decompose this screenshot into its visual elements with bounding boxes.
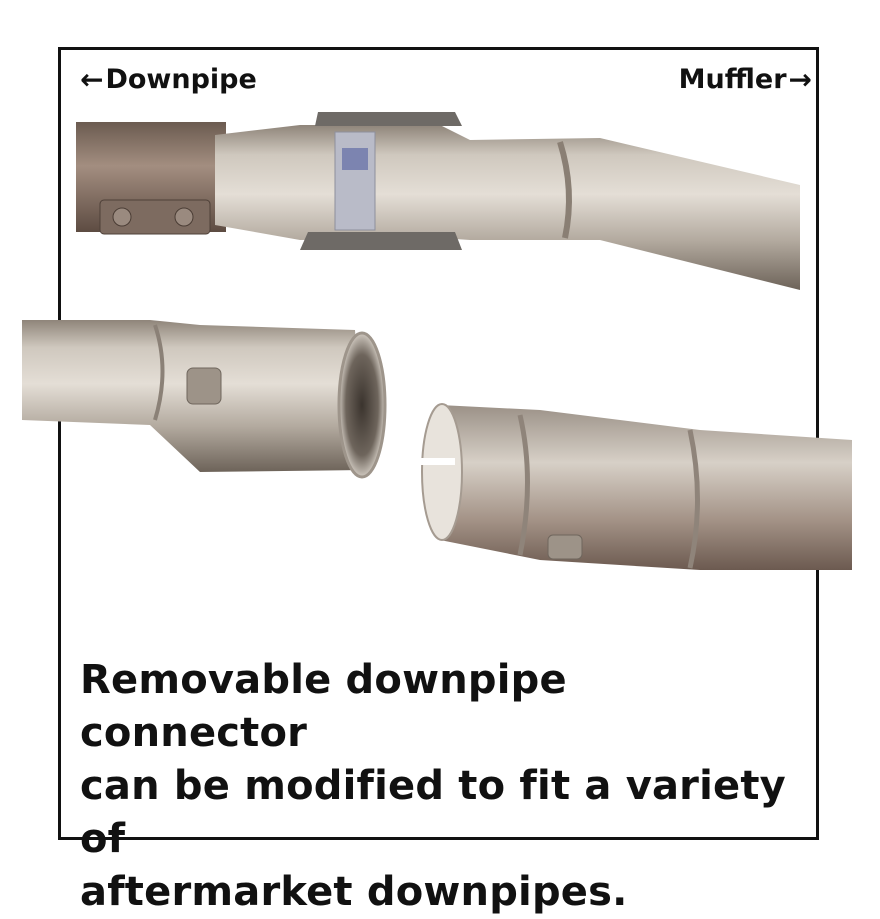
left-arrow-icon: ←	[80, 62, 104, 96]
caption-line-1: Removable downpipe connector	[80, 657, 567, 756]
flange-bolt	[112, 207, 132, 227]
expansion-slot	[417, 458, 455, 465]
product-photo	[22, 112, 852, 570]
link-pipe-body	[440, 405, 852, 570]
removable-connector	[22, 320, 387, 479]
muffler-label: Muffler →	[679, 64, 812, 95]
muffler-label-text: Muffler	[678, 64, 787, 95]
caption: Removable downpipe connector can be modi…	[80, 654, 800, 919]
assembled-pipe	[76, 112, 800, 290]
caption-line-2: can be modified to fit a variety of	[80, 763, 786, 862]
spring-bottom	[300, 232, 462, 250]
band-clamp	[334, 131, 376, 231]
flange-bolt	[174, 207, 194, 227]
connector-opening	[337, 331, 387, 479]
caption-line-3: aftermarket downpipes.	[80, 869, 628, 915]
weld-seam	[153, 324, 165, 421]
weld-seam	[687, 429, 700, 569]
weld-seam	[557, 141, 572, 239]
weld-seam	[517, 414, 530, 556]
downpipe-label: ← Downpipe	[80, 64, 257, 95]
connector-pipe	[215, 125, 800, 290]
link-pipe-end	[421, 403, 463, 541]
spring-top	[315, 112, 462, 126]
downpipe-label-text: Downpipe	[105, 64, 257, 95]
band-clamp-reflection	[342, 148, 368, 170]
hook-tab	[186, 367, 222, 405]
hook-tab	[547, 534, 583, 560]
right-arrow-icon: →	[788, 62, 812, 96]
link-pipe	[417, 403, 852, 570]
